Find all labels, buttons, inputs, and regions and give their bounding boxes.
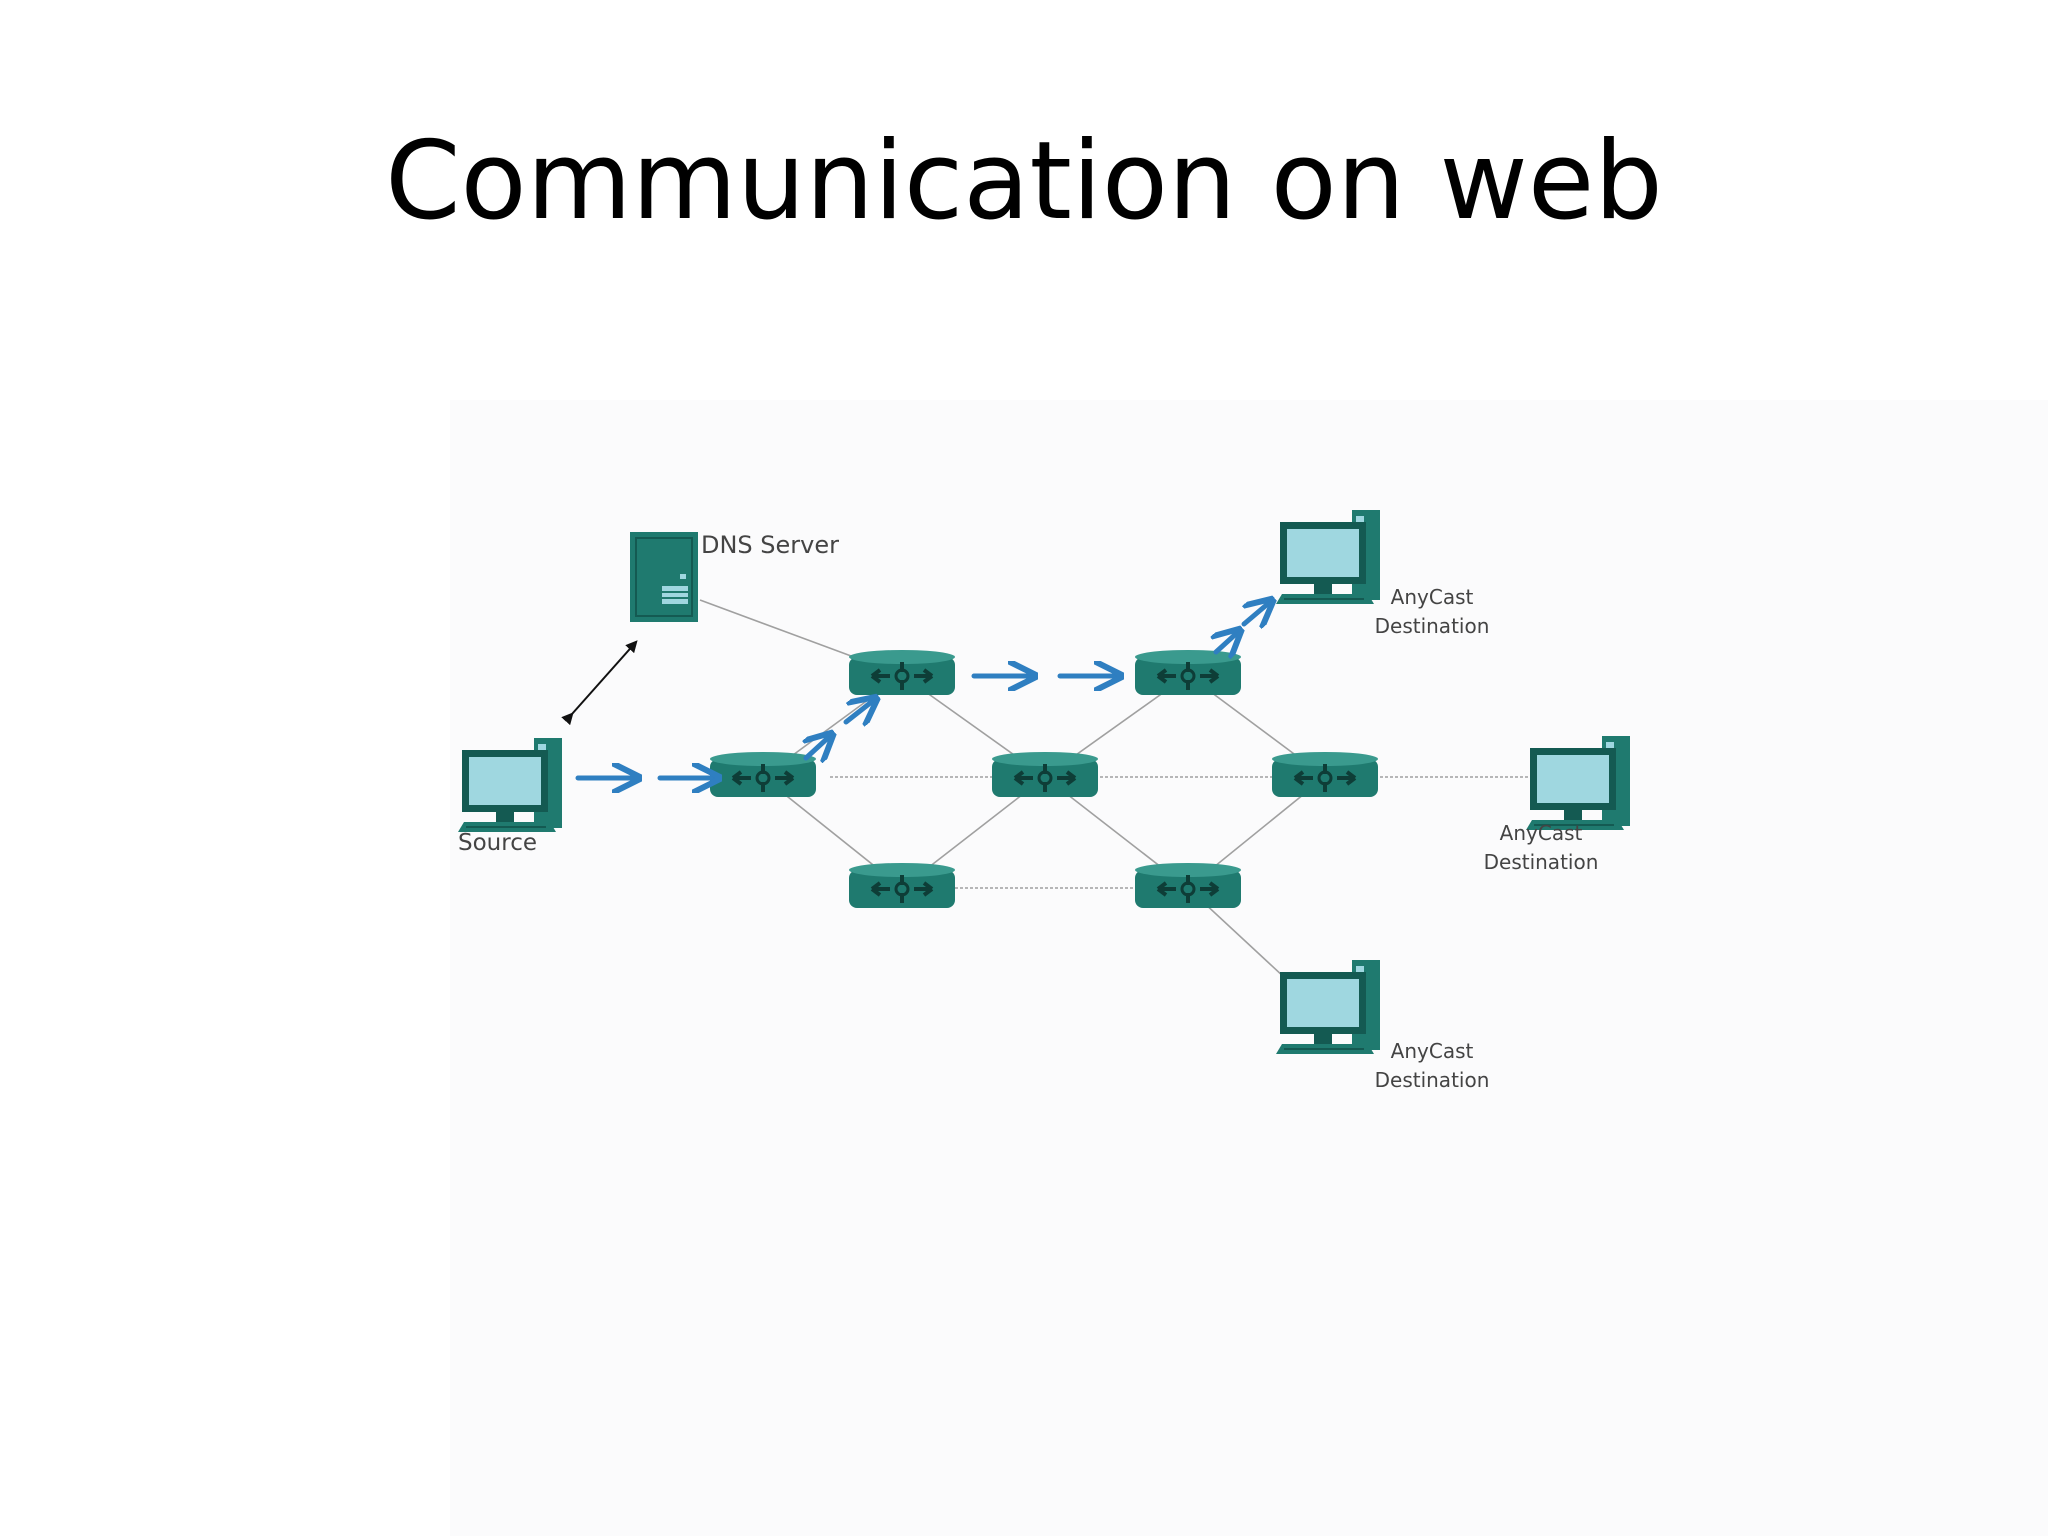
computer-icon	[1275, 509, 1381, 605]
computer-icon	[1275, 959, 1381, 1055]
router-icon	[1270, 750, 1380, 799]
slide-title: Communication on web	[385, 119, 1663, 244]
router-icon	[1133, 861, 1243, 910]
router-icon	[990, 750, 1100, 799]
anycast-bottom-label-line2: Destination	[1375, 1068, 1490, 1092]
network-links	[699, 599, 1540, 979]
router-icon	[847, 648, 957, 697]
anycast-top-label-line1: AnyCast	[1391, 585, 1474, 609]
source-node: Source	[457, 737, 563, 856]
router-icon	[708, 750, 818, 799]
source-label: Source	[458, 830, 537, 856]
dns-query-arrow	[561, 640, 638, 726]
anycast-top-label-line2: Destination	[1375, 614, 1490, 638]
dns-server: DNS Server	[630, 531, 839, 622]
anycast-bottom-label-line1: AnyCast	[1391, 1039, 1474, 1063]
computer-icon	[457, 737, 563, 833]
server-icon	[630, 532, 698, 622]
flow-arrow	[1241, 602, 1270, 624]
router-icon	[847, 861, 957, 910]
anycast-destination-top: AnyCast Destination	[1275, 509, 1490, 638]
anycast-middle-label-line2: Destination	[1484, 850, 1599, 874]
flow-arrows	[575, 602, 1270, 778]
router-icon	[1133, 648, 1243, 697]
anycast-middle-label-line1: AnyCast	[1500, 821, 1583, 845]
anycast-destination-middle: AnyCast Destination	[1484, 735, 1631, 874]
link-dns-router	[699, 599, 871, 664]
diagram-background	[450, 400, 2048, 1536]
flow-arrow	[1216, 632, 1238, 652]
dns-server-label: DNS Server	[701, 531, 839, 559]
anycast-destination-bottom: AnyCast Destination	[1275, 959, 1490, 1092]
computer-icon	[1525, 735, 1631, 831]
router-icons	[708, 648, 1380, 910]
flow-arrow	[843, 700, 874, 722]
flow-arrow	[806, 736, 830, 758]
